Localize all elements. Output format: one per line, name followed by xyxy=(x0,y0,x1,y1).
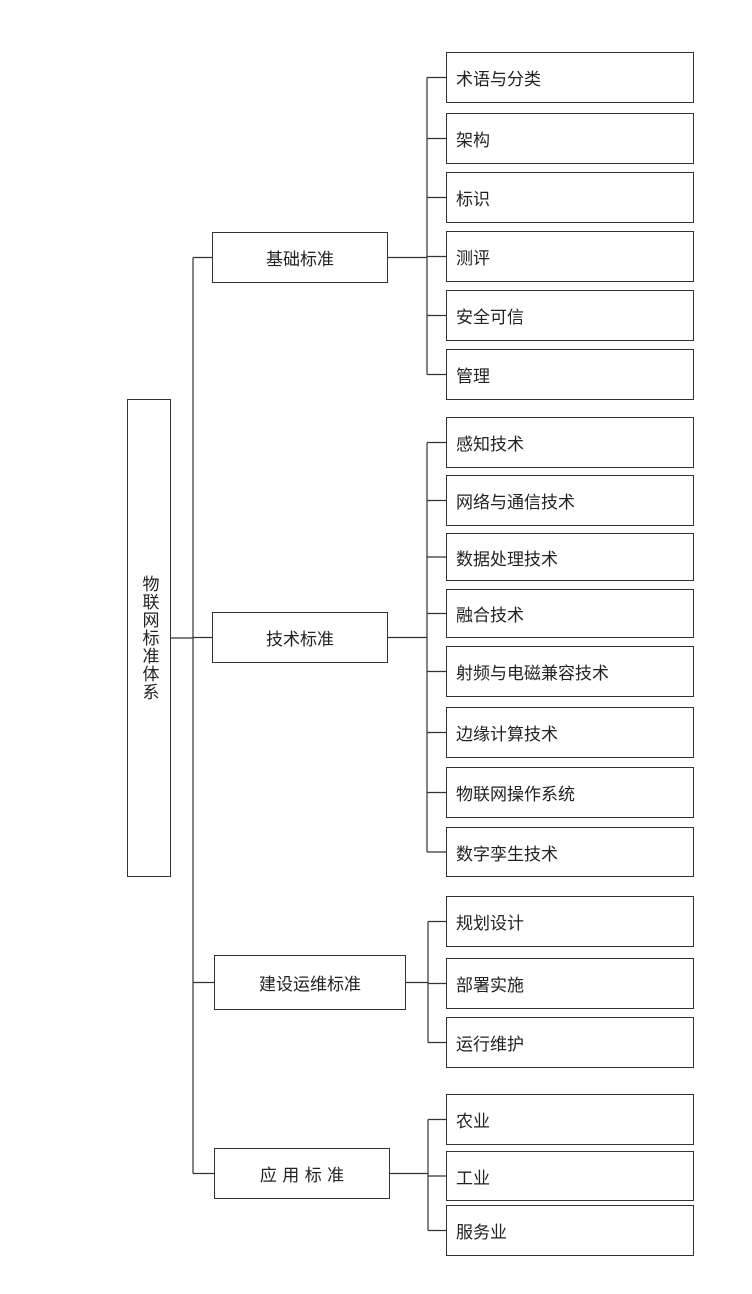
leaf-label: 运行维护 xyxy=(456,1035,524,1055)
category-node-1: 技术标准 xyxy=(212,612,388,663)
leaf-node: 融合技术 xyxy=(446,589,694,638)
leaf-label: 管理 xyxy=(456,367,490,387)
leaf-node: 规划设计 xyxy=(446,896,694,947)
leaf-node: 感知技术 xyxy=(446,417,694,468)
leaf-node: 物联网操作系统 xyxy=(446,767,694,818)
leaf-label: 感知技术 xyxy=(456,435,524,455)
leaf-label: 数据处理技术 xyxy=(456,549,558,570)
leaf-label: 农业 xyxy=(456,1112,490,1132)
leaf-node: 工业 xyxy=(446,1151,694,1201)
leaf-node: 服务业 xyxy=(446,1205,694,1256)
leaf-node: 标识 xyxy=(446,172,694,223)
leaf-node: 部署实施 xyxy=(446,958,694,1009)
leaf-label: 网络与通信技术 xyxy=(456,493,575,513)
leaf-node: 农业 xyxy=(446,1094,694,1145)
category-node-0: 基础标准 xyxy=(212,232,388,283)
category-node-2: 建设运维标准 xyxy=(214,955,406,1010)
root-label: 物联网标准体系 xyxy=(138,575,159,701)
leaf-label: 数字孪生技术 xyxy=(456,844,558,865)
category-node-3: 应 用 标 准 xyxy=(214,1148,390,1199)
leaf-label: 部署实施 xyxy=(456,976,524,996)
leaf-label: 术语与分类 xyxy=(456,70,541,90)
leaf-label: 标识 xyxy=(456,190,490,210)
leaf-label: 服务业 xyxy=(456,1223,507,1243)
category-label: 基础标准 xyxy=(266,250,334,270)
leaf-node: 测评 xyxy=(446,231,694,282)
leaf-label: 测评 xyxy=(456,249,490,269)
category-label: 技术标准 xyxy=(266,630,334,650)
leaf-node: 运行维护 xyxy=(446,1017,694,1068)
leaf-node: 架构 xyxy=(446,113,694,164)
category-label: 应 用 标 准 xyxy=(259,1166,345,1186)
leaf-node: 管理 xyxy=(446,349,694,400)
leaf-node: 安全可信 xyxy=(446,290,694,341)
category-label: 建设运维标准 xyxy=(259,975,361,995)
leaf-label: 安全可信 xyxy=(456,308,524,328)
leaf-node: 数字孪生技术 xyxy=(446,827,694,877)
leaf-label: 物联网操作系统 xyxy=(456,785,575,805)
leaf-node: 射频与电磁兼容技术 xyxy=(446,646,694,697)
leaf-node: 术语与分类 xyxy=(446,52,694,103)
leaf-label: 边缘计算技术 xyxy=(456,725,558,745)
leaf-label: 融合技术 xyxy=(456,606,524,626)
leaf-node: 边缘计算技术 xyxy=(446,707,694,758)
leaf-label: 工业 xyxy=(456,1168,490,1189)
leaf-node: 网络与通信技术 xyxy=(446,475,694,526)
root-node: 物联网标准体系 xyxy=(127,399,171,877)
leaf-label: 架构 xyxy=(456,131,490,151)
leaf-label: 射频与电磁兼容技术 xyxy=(456,664,609,684)
leaf-label: 规划设计 xyxy=(456,914,524,934)
leaf-node: 数据处理技术 xyxy=(446,533,694,581)
